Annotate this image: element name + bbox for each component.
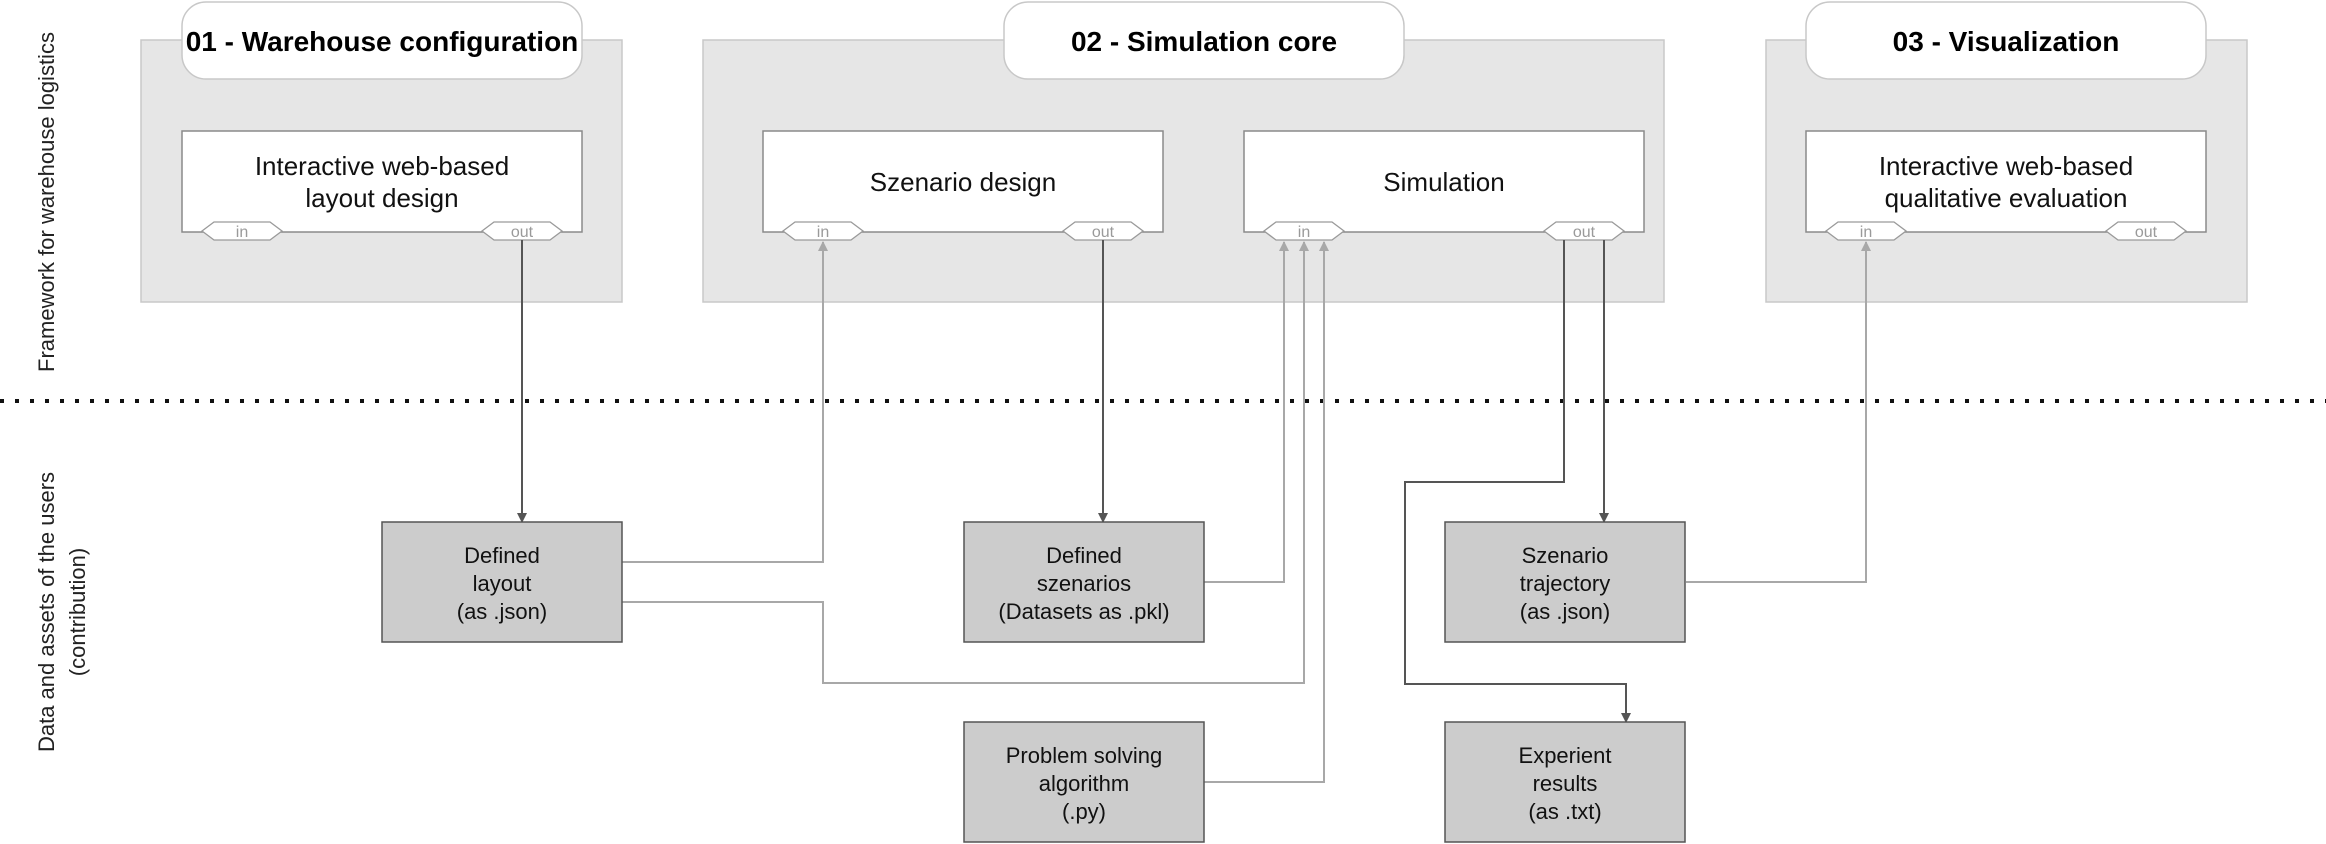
- port-in-label: in: [1860, 224, 1872, 241]
- port-in[interactable]: [781, 221, 865, 241]
- asset-label: Defined: [464, 543, 540, 568]
- module-title: 02 - Simulation core: [1071, 26, 1337, 57]
- component-simulation[interactable]: Simulation in out: [1243, 130, 1645, 241]
- side-label-data-line1: Data and assets of the users: [34, 472, 59, 752]
- connector-defined-layout-to-szenario-design: [622, 241, 828, 563]
- module-title-tab: [181, 1, 583, 80]
- port-out-label: out: [2135, 224, 2158, 241]
- connector-trajectory-to-qualitative-evaluation: [1686, 241, 1871, 583]
- module-title: 03 - Visualization: [1893, 26, 2120, 57]
- asset-label: Experient: [1519, 743, 1612, 768]
- asset-defined-szenarios[interactable]: Defined szenarios (Datasets as .pkl): [963, 521, 1205, 643]
- asset-label: (as .json): [1520, 599, 1610, 624]
- module-title-tab: [1805, 1, 2207, 80]
- connector-defined-layout-to-simulation: [622, 241, 1309, 684]
- module-title-tab: [1003, 1, 1405, 80]
- port-out[interactable]: [2104, 221, 2188, 241]
- side-label-data-line2: (contribution): [65, 548, 90, 676]
- asset-label: (.py): [1062, 799, 1106, 824]
- port-out-label: out: [1573, 224, 1596, 241]
- component-layout-design[interactable]: Interactive web-based layout design in o…: [181, 130, 583, 241]
- component-label: Interactive web-based: [255, 151, 509, 181]
- connector-simulation-to-experient-results: [1404, 240, 1631, 723]
- component-label: qualitative evaluation: [1885, 183, 2128, 213]
- port-out[interactable]: [480, 221, 564, 241]
- asset-experient-results[interactable]: Experient results (as .txt): [1444, 721, 1686, 843]
- asset-label: (Datasets as .pkl): [998, 599, 1169, 624]
- asset-label: szenarios: [1037, 571, 1131, 596]
- component-szenario-design[interactable]: Szenario design in out: [762, 130, 1164, 241]
- port-in[interactable]: [1262, 221, 1346, 241]
- component-qualitative-evaluation[interactable]: Interactive web-based qualitative evalua…: [1805, 130, 2207, 241]
- asset-label: Defined: [1046, 543, 1122, 568]
- port-in[interactable]: [1824, 221, 1908, 241]
- asset-defined-layout[interactable]: Defined layout (as .json): [381, 521, 623, 643]
- connector-algorithm-to-simulation: [1204, 241, 1329, 783]
- port-in-label: in: [236, 224, 248, 241]
- component-label: Simulation: [1383, 167, 1504, 197]
- port-in-label: in: [1298, 224, 1310, 241]
- port-in[interactable]: [200, 221, 284, 241]
- port-out-label: out: [1092, 224, 1115, 241]
- port-in-label: in: [817, 224, 829, 241]
- component-label: Szenario design: [870, 167, 1056, 197]
- port-out-label: out: [511, 224, 534, 241]
- module-title: 01 - Warehouse configuration: [186, 26, 579, 57]
- connector-defined-szenarios-to-simulation: [1204, 241, 1289, 583]
- port-out[interactable]: [1061, 221, 1145, 241]
- asset-szenario-trajectory[interactable]: Szenario trajectory (as .json): [1444, 521, 1686, 643]
- asset-label: trajectory: [1520, 571, 1610, 596]
- asset-problem-solving-algorithm[interactable]: Problem solving algorithm (.py): [963, 721, 1205, 843]
- asset-label: (as .json): [457, 599, 547, 624]
- component-label: Interactive web-based: [1879, 151, 2133, 181]
- asset-label: Problem solving: [1006, 743, 1163, 768]
- port-out[interactable]: [1542, 221, 1626, 241]
- component-label: layout design: [305, 183, 458, 213]
- asset-label: results: [1533, 771, 1598, 796]
- asset-label: Szenario: [1522, 543, 1609, 568]
- asset-label: algorithm: [1039, 771, 1129, 796]
- asset-label: layout: [473, 571, 532, 596]
- asset-label: (as .txt): [1528, 799, 1601, 824]
- connectors: [517, 240, 1871, 783]
- side-label-framework: Framework for warehouse logistics: [34, 32, 59, 372]
